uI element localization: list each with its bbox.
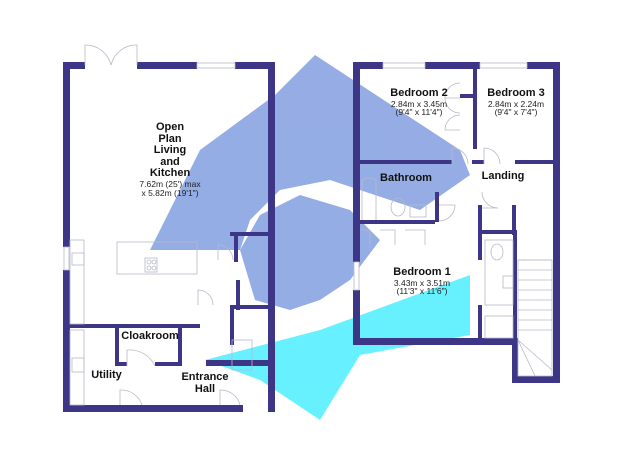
room-label-bathroom: Bathroom [380, 172, 432, 184]
room-label-cloakroom: Cloakroom [121, 330, 179, 342]
room-label-bedroom-2: Bedroom 2 2.84m x 3.45m (9'4" x 11'4") [390, 87, 448, 118]
ground-floor-fixtures [63, 44, 253, 406]
logo-blue-upper [150, 55, 470, 250]
room-label-utility: Utility [91, 369, 122, 381]
first-floor-walls [353, 62, 560, 383]
room-label-bedroom-3: Bedroom 3 2.84m x 2.24m (9'4" x 7'4") [487, 87, 545, 118]
logo-cyan-lower [205, 275, 470, 420]
room-dimensions-metric: 7.62m (25') max [139, 178, 201, 189]
first-floor-fixtures [353, 62, 553, 377]
ground-floor-walls [63, 62, 275, 412]
room-label-landing: Landing [481, 170, 525, 182]
room-dimensions-imperial: x 5.82m (19'1") [141, 187, 199, 198]
room-label-bedroom-1: Bedroom 1 3.43m x 3.51m (11'3" x 11'6") [393, 266, 451, 297]
